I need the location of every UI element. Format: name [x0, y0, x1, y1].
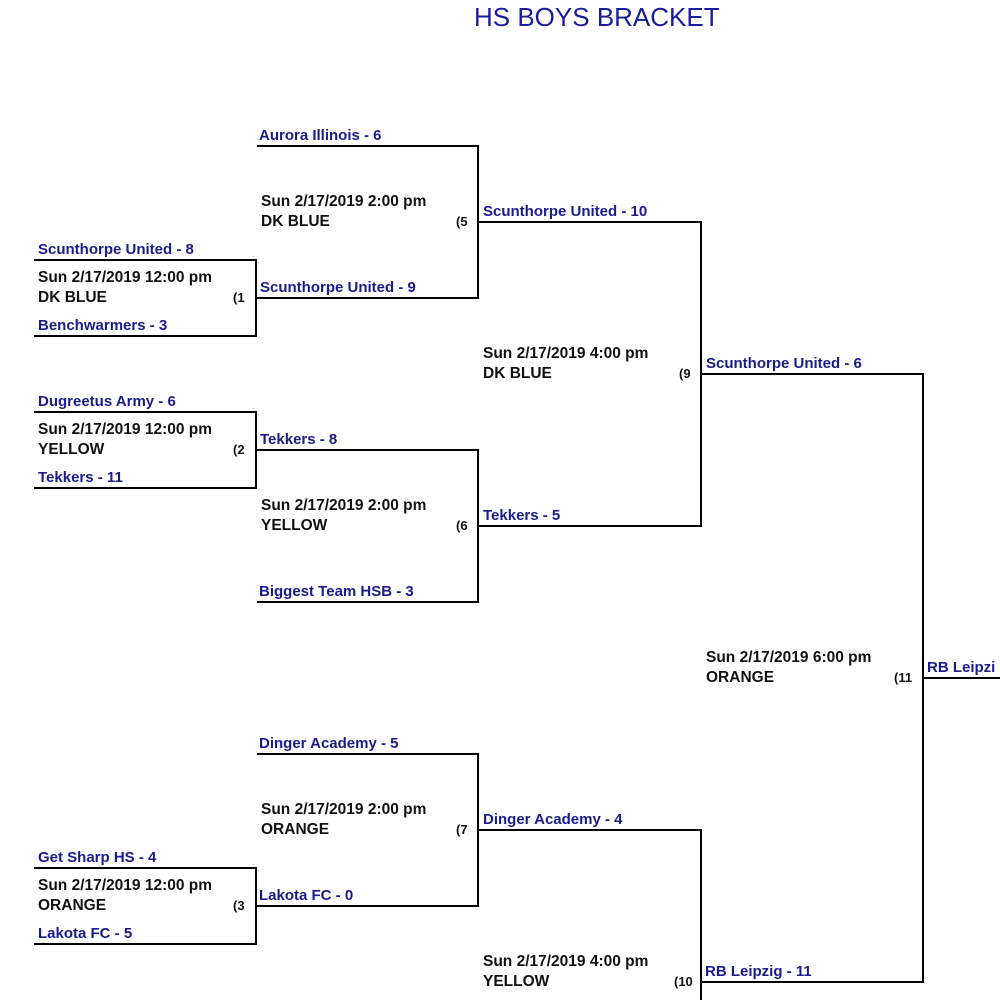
- match-5-bottom-line: [257, 297, 479, 299]
- match-2-bottom-team[interactable]: Tekkers - 11: [38, 469, 123, 486]
- match-5-bottom-team[interactable]: Scunthorpe United - 9: [260, 279, 416, 296]
- match-9-date: Sun 2/17/2019 4:00 pm: [483, 345, 649, 362]
- match-2-info: Sun 2/17/2019 12:00 pm YELLOW: [38, 420, 212, 460]
- match-6-info: Sun 2/17/2019 2:00 pm YELLOW: [261, 496, 426, 536]
- match-2-top-team[interactable]: Dugreetus Army - 6: [38, 393, 176, 410]
- match-2-bottom-line: [34, 487, 257, 489]
- match-11-bottom-line: [702, 981, 924, 983]
- match-3-field: ORANGE: [38, 897, 107, 914]
- match-6-top-line: [257, 449, 479, 451]
- match-9-bottom-team[interactable]: Tekkers - 5: [483, 507, 561, 524]
- match-9-top-line: [479, 221, 702, 223]
- match-3-date: Sun 2/17/2019 12:00 pm: [38, 877, 213, 894]
- match-5-info: Sun 2/17/2019 2:00 pm DK BLUE: [261, 192, 426, 232]
- match-10-top-line: [479, 829, 702, 831]
- champion-line: [924, 677, 1000, 679]
- match-3-bottom-team[interactable]: Lakota FC - 5: [38, 925, 133, 942]
- match-11-top-team[interactable]: Scunthorpe United - 6: [706, 355, 862, 372]
- match-7-date: Sun 2/17/2019 2:00 pm: [261, 801, 427, 818]
- match-3-connector: [255, 867, 257, 945]
- bracket-title: HS BOYS BRACKET: [474, 2, 720, 32]
- match-11-bottom-team[interactable]: RB Leipzig - 11: [705, 963, 812, 980]
- match-1-connector: [255, 259, 257, 337]
- match-7-top-team[interactable]: Dinger Academy - 5: [259, 735, 399, 752]
- match-2-connector: [255, 411, 257, 489]
- champion-team[interactable]: RB Leipzi: [927, 659, 996, 676]
- match-6-bottom-line: [257, 601, 479, 603]
- match-5-field: DK BLUE: [261, 213, 330, 230]
- match-1-info: Sun 2/17/2019 12:00 pm DK BLUE: [38, 268, 212, 308]
- match-5-date: Sun 2/17/2019 2:00 pm: [261, 193, 427, 210]
- match-6-date: Sun 2/17/2019 2:00 pm: [261, 497, 427, 514]
- match-1-date: Sun 2/17/2019 12:00 pm: [38, 269, 213, 286]
- match-5-top-team[interactable]: Aurora Illinois - 6: [259, 127, 382, 144]
- match-7-bottom-line: [257, 905, 479, 907]
- match-3-bottom-line: [34, 943, 257, 945]
- match-7-number: (7: [456, 822, 468, 837]
- match-3-number: (3: [233, 898, 245, 913]
- match-10-number: (10: [674, 974, 693, 989]
- match-10-info: Sun 2/17/2019 4:00 pm YELLOW: [483, 952, 648, 992]
- match-6-bottom-team[interactable]: Biggest Team HSB - 3: [259, 583, 414, 600]
- match-9-info: Sun 2/17/2019 4:00 pm DK BLUE: [483, 344, 648, 384]
- match-2-top-line: [34, 411, 257, 413]
- match-10-top-team[interactable]: Dinger Academy - 4: [483, 811, 623, 828]
- match-9-field: DK BLUE: [483, 365, 552, 382]
- match-9-number: (9: [679, 366, 691, 381]
- match-11-field: ORANGE: [706, 669, 775, 686]
- match-6-connector: [477, 449, 479, 603]
- match-11-date: Sun 2/17/2019 6:00 pm: [706, 649, 872, 666]
- match-9-bottom-line: [479, 525, 702, 527]
- match-11-connector: [922, 373, 924, 983]
- match-7-field: ORANGE: [261, 821, 330, 838]
- match-3-top-line: [34, 867, 257, 869]
- match-1-number: (1: [233, 290, 245, 305]
- match-1-bottom-team[interactable]: Benchwarmers - 3: [38, 317, 168, 334]
- match-5-top-line: [257, 145, 479, 147]
- match-5-connector: [477, 145, 479, 299]
- match-3-top-team[interactable]: Get Sharp HS - 4: [38, 849, 157, 866]
- match-10-field: YELLOW: [483, 973, 550, 990]
- match-1-field: DK BLUE: [38, 289, 107, 306]
- match-6-field: YELLOW: [261, 517, 328, 534]
- match-7-bottom-team[interactable]: Lakota FC - 0: [259, 887, 354, 904]
- match-2-field: YELLOW: [38, 441, 105, 458]
- match-9-top-team[interactable]: Scunthorpe United - 10: [483, 203, 648, 220]
- match-10-date: Sun 2/17/2019 4:00 pm: [483, 953, 649, 970]
- match-1-top-line: [34, 259, 257, 261]
- match-11-info: Sun 2/17/2019 6:00 pm ORANGE: [706, 648, 871, 688]
- match-7-connector: [477, 753, 479, 907]
- match-10-connector: [700, 829, 702, 1000]
- match-1-bottom-line: [34, 335, 257, 337]
- match-3-info: Sun 2/17/2019 12:00 pm ORANGE: [38, 876, 212, 916]
- match-7-info: Sun 2/17/2019 2:00 pm ORANGE: [261, 800, 426, 840]
- match-5-number: (5: [456, 214, 468, 229]
- match-6-top-team[interactable]: Tekkers - 8: [260, 431, 338, 448]
- match-2-date: Sun 2/17/2019 12:00 pm: [38, 421, 213, 438]
- match-11-top-line: [702, 373, 924, 375]
- match-11-number: (11: [894, 670, 913, 685]
- match-1-top-team[interactable]: Scunthorpe United - 8: [38, 241, 194, 258]
- match-6-number: (6: [456, 518, 468, 533]
- match-2-number: (2: [233, 442, 245, 457]
- match-9-connector: [700, 221, 702, 527]
- match-7-top-line: [257, 753, 479, 755]
